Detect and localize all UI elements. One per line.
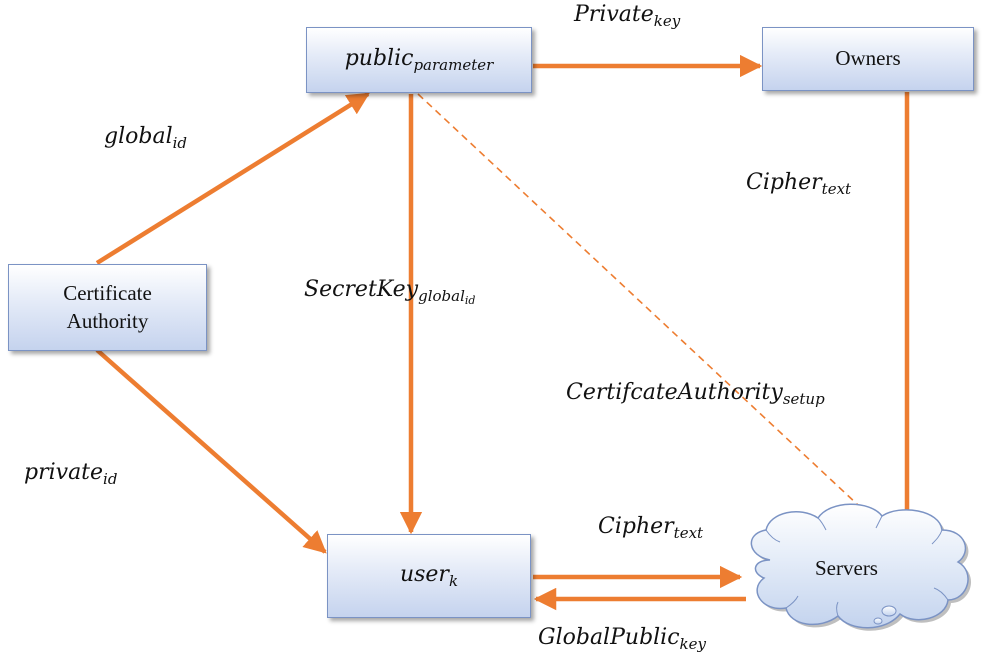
public-parameter-label: publicparameter [344, 45, 494, 74]
ca-setup-label: CertifcateAuthoritysetup [566, 380, 825, 408]
secret-key-label: SecretKeyglobalid [304, 277, 476, 307]
ca-label-line1: Certificate [63, 281, 152, 306]
owners-label: Owners [835, 46, 901, 71]
public-parameter-node: publicparameter [306, 27, 532, 93]
arrow-ca-to-public [95, 92, 370, 265]
arrow-ca-to-user [95, 348, 327, 554]
owners-node: Owners [762, 27, 974, 91]
dashed-arrow-public-to-servers [417, 93, 889, 534]
user-node: userk [327, 534, 531, 618]
global-public-key-label: GlobalPublickey [538, 625, 706, 653]
servers-cloud [750, 503, 972, 631]
private-id-label: privateid [24, 460, 118, 488]
global-id-label: globalid [104, 124, 188, 152]
cipher-text-owner-label: Ciphertext [746, 170, 852, 198]
cipher-text-user-label: Ciphertext [598, 514, 704, 542]
user-label: userk [399, 561, 459, 590]
ca-label-line2: Authority [66, 308, 149, 333]
certificate-authority-node: Certificate Authority [8, 264, 207, 351]
servers-label: Servers [815, 556, 878, 580]
private-key-label: Privatekey [574, 2, 681, 30]
